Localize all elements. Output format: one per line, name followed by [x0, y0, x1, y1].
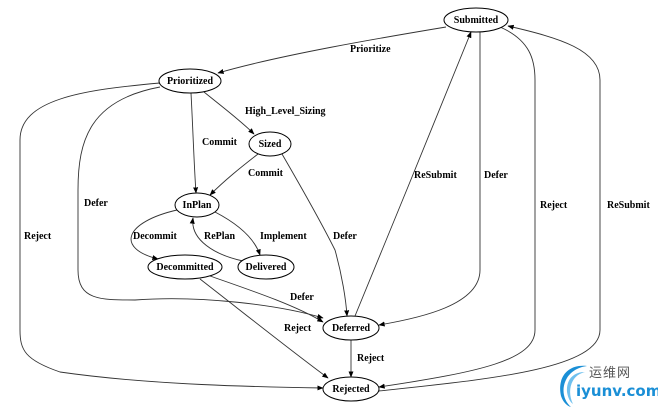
- watermark-text-cn: 运维网: [589, 366, 632, 381]
- node-ellipse: [322, 376, 380, 402]
- node-ellipse: [237, 254, 295, 280]
- node-decommitted: Decommitted: [147, 254, 223, 280]
- edge-label-replan: RePlan: [204, 231, 236, 242]
- node-label: Decommitted: [156, 262, 214, 273]
- edge-label-resubmit: ReSubmit: [607, 200, 650, 211]
- node-label: Delivered: [246, 262, 287, 273]
- node-ellipse: [322, 315, 380, 341]
- node-label: Deferred: [332, 323, 371, 334]
- node-delivered: Delivered: [237, 254, 295, 280]
- edge-label-reject: Reject: [284, 323, 312, 334]
- edge-submitted-to-rejected: [378, 26, 536, 389]
- node-label: Submitted: [454, 15, 499, 26]
- edge-prioritized-to-rejected: [19, 82, 324, 391]
- node-prioritized: Prioritized: [158, 68, 222, 94]
- node-ellipse: [443, 7, 509, 33]
- edge-delivered-to-inplan: [189, 217, 244, 262]
- edge-label-defer: Defer: [290, 292, 314, 303]
- edge-prioritized-to-sized: [203, 91, 255, 135]
- edge-label-reject: Reject: [24, 231, 52, 242]
- node-label: InPlan: [183, 200, 212, 211]
- edge-sized-to-deferred: [281, 153, 350, 317]
- edge-labels: PrioritizeHigh_Level_SizingCommitCommitD…: [24, 44, 650, 364]
- edge-label-defer: Defer: [484, 170, 508, 181]
- node-rejected: Rejected: [322, 376, 380, 402]
- edge-deferred-to-submitted: [354, 31, 472, 317]
- node-deferred: Deferred: [322, 315, 380, 341]
- node-label: Rejected: [332, 384, 370, 395]
- edge-inplan-to-delivered: [214, 211, 261, 256]
- edges: [19, 24, 601, 392]
- node-label: Prioritized: [167, 76, 214, 87]
- edge-submitted-to-deferred: [378, 32, 481, 327]
- node-ellipse: [248, 131, 292, 157]
- edge-label-defer: Defer: [84, 198, 108, 209]
- node-ellipse: [147, 254, 223, 280]
- edge-decommitted-to-rejected: [199, 278, 329, 379]
- nodes: SubmittedPrioritizedSizedInPlanDecommitt…: [147, 7, 509, 402]
- edge-label-commit: Commit: [248, 168, 284, 179]
- watermark-text-en: iyunv.com: [576, 382, 658, 400]
- watermark: 运维网 iyunv.com: [553, 360, 658, 410]
- edge-label-resubmit: ReSubmit: [414, 170, 457, 181]
- edge-submitted-to-prioritized: [217, 26, 447, 74]
- node-inplan: InPlan: [174, 192, 220, 218]
- edge-label-defer: Defer: [333, 231, 357, 242]
- node-ellipse: [158, 68, 222, 94]
- edge-label-decommit: Decommit: [133, 231, 178, 242]
- edge-prioritized-to-deferred: [77, 86, 324, 319]
- edge-label-prioritize: Prioritize: [350, 44, 391, 55]
- node-ellipse: [174, 192, 220, 218]
- edge-label-reject: Reject: [540, 200, 568, 211]
- edge-inplan-to-decommitted: [130, 209, 178, 261]
- edge-label-reject: Reject: [357, 353, 385, 364]
- edge-label-implement: Implement: [260, 231, 307, 242]
- edge-label-commit: Commit: [202, 137, 238, 148]
- node-submitted: Submitted: [443, 7, 509, 33]
- edge-sized-to-inplan: [209, 153, 259, 196]
- edge-decommitted-to-deferred: [209, 275, 324, 323]
- edge-label-high-level-sizing: High_Level_Sizing: [245, 106, 326, 117]
- node-label: Sized: [259, 139, 282, 150]
- watermark-logo-icon: [560, 365, 587, 407]
- edge-rejected-to-submitted: [378, 24, 601, 392]
- node-sized: Sized: [248, 131, 292, 157]
- edge-prioritized-to-inplan: [190, 92, 199, 194]
